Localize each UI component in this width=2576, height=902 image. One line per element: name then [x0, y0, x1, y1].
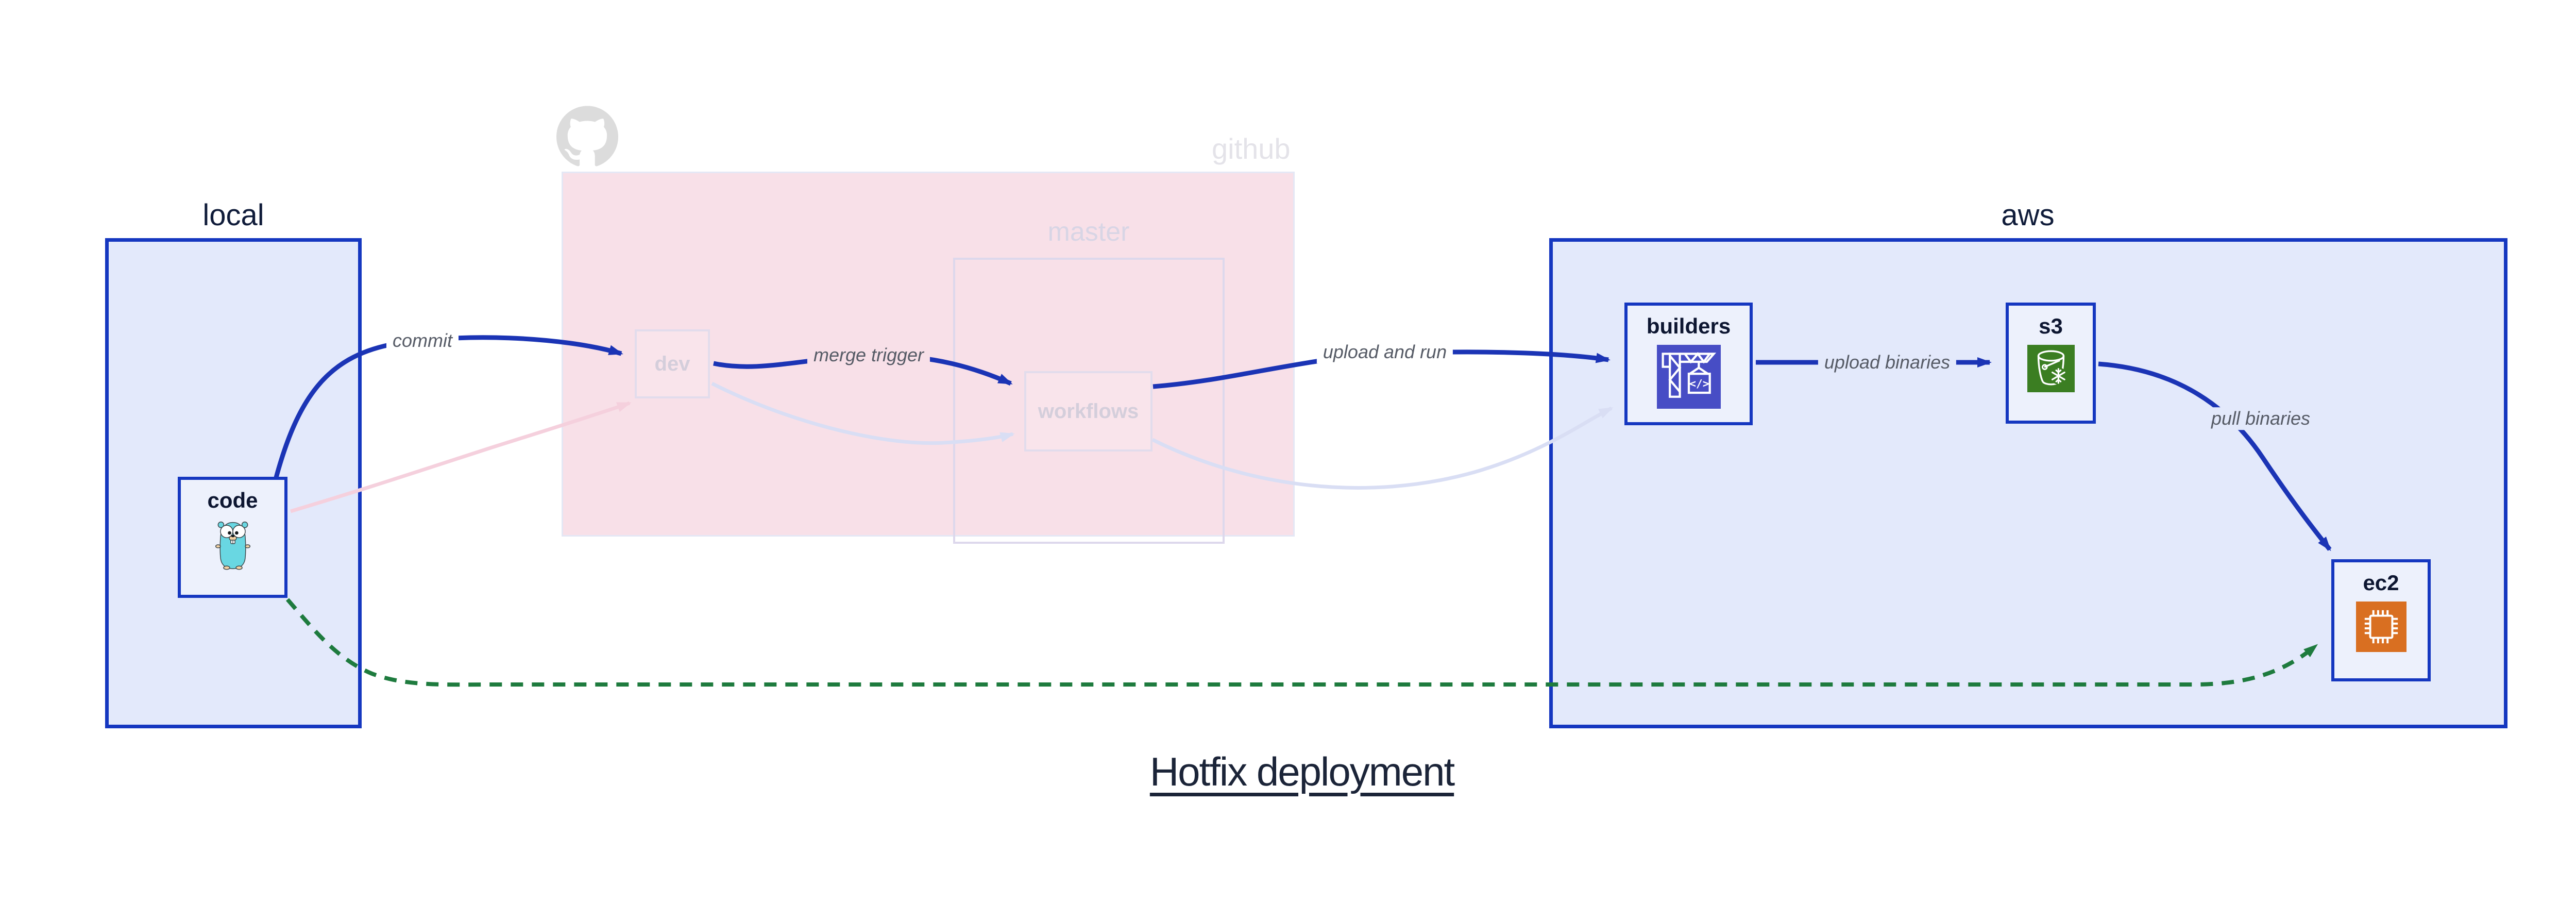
go-gopher-icon — [215, 522, 250, 570]
codebuild-crane-icon: </> — [1656, 345, 1721, 409]
edge-commit — [273, 335, 623, 480]
node-code-label: code — [207, 488, 258, 512]
group-label-local: local — [202, 198, 264, 232]
edge-faded-workflows-builders — [1151, 406, 1614, 490]
group-label-master: master — [1047, 217, 1130, 247]
github-octocat-icon — [556, 106, 618, 166]
node-dev-label: dev — [654, 353, 690, 375]
codebuild-icon-text: </> — [1689, 378, 1709, 391]
s3-bucket-snowflake-icon — [2027, 345, 2075, 393]
edge-pull-binaries — [2098, 361, 2332, 552]
edge-label-merge-trigger: merge trigger — [807, 344, 930, 366]
node-s3-label: s3 — [2039, 314, 2063, 338]
edge-faded-dev-workflows — [711, 381, 1015, 445]
group-label-github: github — [1212, 132, 1291, 165]
node-workflows[interactable]: workflows — [1024, 371, 1153, 452]
node-builders[interactable]: builders </> — [1624, 303, 1753, 425]
node-code[interactable]: code — [178, 477, 287, 598]
node-workflows-label: workflows — [1038, 400, 1139, 423]
edge-label-pull-binaries: pull binaries — [2205, 407, 2317, 430]
node-dev[interactable]: dev — [635, 329, 710, 398]
edge-label-upload-and-run: upload and run — [1316, 341, 1453, 363]
node-builders-label: builders — [1646, 314, 1731, 338]
edge-faded-code-dev — [290, 401, 632, 513]
node-ec2[interactable]: ec2 — [2331, 559, 2431, 681]
group-box-master — [953, 258, 1225, 544]
cpu-chip-icon — [2355, 602, 2406, 653]
edge-label-commit: commit — [386, 329, 459, 352]
node-ec2-label: ec2 — [2363, 571, 2399, 595]
edge-hotfix-direct — [285, 598, 2318, 687]
edge-label-upload-binaries: upload binaries — [1818, 351, 1957, 374]
diagram-title: Hotfix deployment — [1149, 749, 1455, 794]
node-s3[interactable]: s3 — [2006, 303, 2096, 424]
group-label-aws: aws — [2001, 198, 2055, 232]
